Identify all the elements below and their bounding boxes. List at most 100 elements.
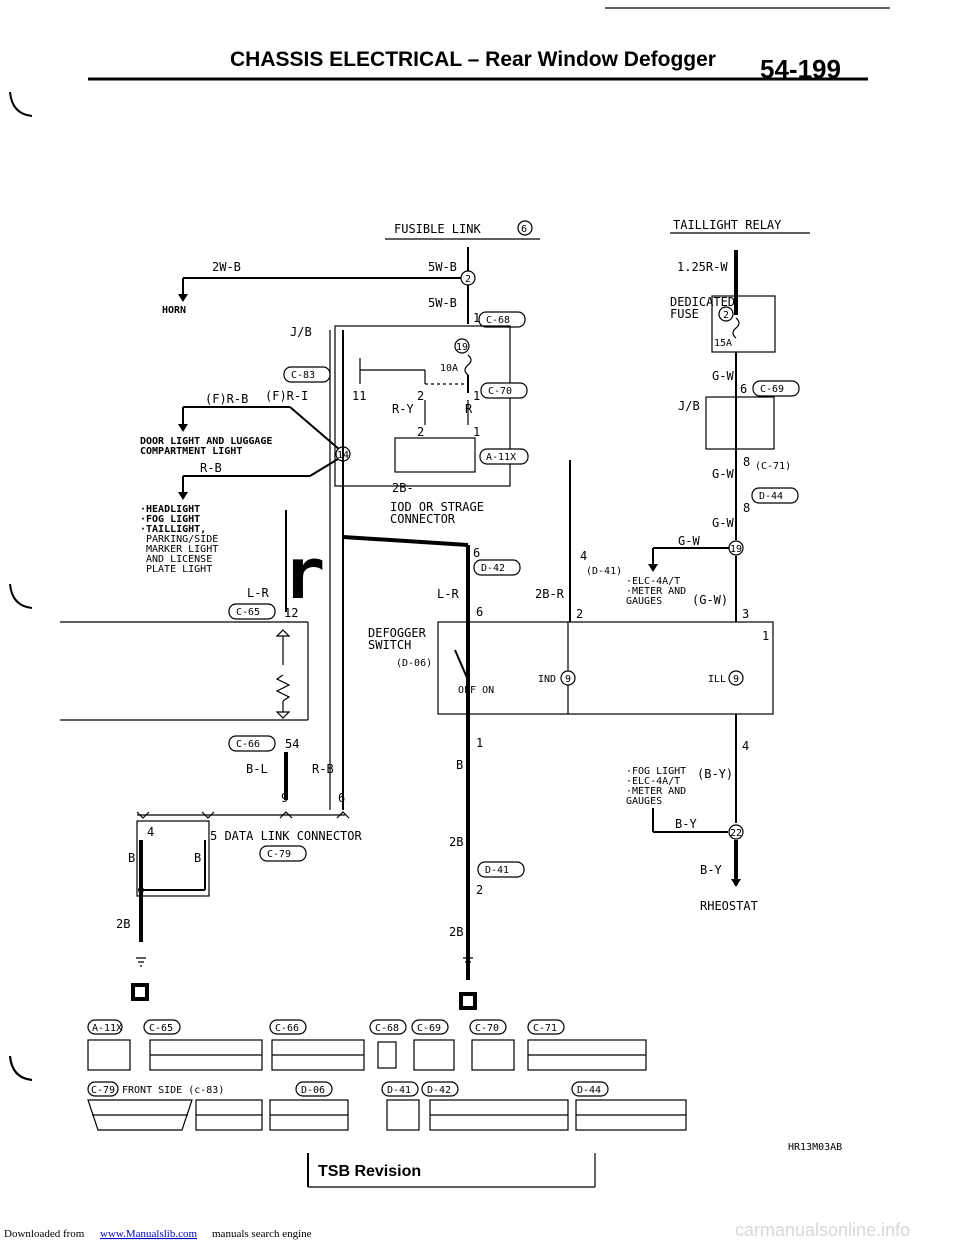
pin: 1 <box>473 389 480 403</box>
conn-tag-text: C-71 <box>533 1023 557 1034</box>
headlight-label: ·HEADLIGHT <box>140 504 200 515</box>
wire-label: (B-Y) <box>697 767 733 781</box>
watermark: carmanualsonline.info <box>735 1220 910 1240</box>
conn-tag <box>527 1019 565 1035</box>
connector-tag-text: C-83 <box>291 370 315 381</box>
connector-tag-text: D-41 <box>485 865 509 876</box>
fog-label: ·METER AND <box>626 786 686 797</box>
connector-tag-d42 <box>473 559 521 576</box>
pin-marker <box>279 811 293 819</box>
defogger-switch-box <box>437 621 774 715</box>
fusible-link-number-circle <box>517 220 533 236</box>
conn-tag <box>411 1019 449 1035</box>
pin: 6 <box>338 791 345 805</box>
fog-label: ·ELC-4A/T <box>626 776 680 787</box>
wire-label: 2B <box>449 835 463 849</box>
connector-tag-text: C-69 <box>760 384 784 395</box>
defogger-label: SWITCH <box>368 638 411 652</box>
arrow <box>648 564 658 572</box>
defogger-conn: (D-06) <box>396 658 432 669</box>
conn-tag <box>87 1019 123 1035</box>
connector-tag-d41 <box>477 861 525 878</box>
connector-c68-view <box>377 1041 397 1069</box>
page-title: CHASSIS ELECTRICAL – Rear Window Defogge… <box>230 48 716 71</box>
fuse-15a <box>732 317 740 339</box>
conn-tag-text: A-11X <box>92 1023 122 1034</box>
off-on-label: OFF ON <box>458 685 494 696</box>
connector-tag-text: C-79 <box>267 849 291 860</box>
iod-connector-box <box>394 437 476 473</box>
wire-label: G-W <box>712 467 734 481</box>
connector-c70-view <box>471 1039 515 1071</box>
conn-tag-text: C-70 <box>475 1023 499 1034</box>
pin: 3 <box>742 607 749 621</box>
pin: 1 <box>762 629 769 643</box>
connector-tag-c69 <box>752 380 800 397</box>
door-light-label-2: COMPARTMENT LIGHT <box>140 446 242 457</box>
ill-label: ILL <box>708 674 726 685</box>
fuse-num <box>718 306 734 322</box>
switch-lever <box>454 649 469 681</box>
taillight-relay-label: TAILLIGHT RELAY <box>673 218 782 232</box>
lamp-num: 9 <box>565 674 571 685</box>
elc-label: ·METER AND <box>626 586 686 597</box>
front-side-label: FRONT SIDE (c-83) <box>122 1085 224 1096</box>
wire-rb-diag <box>309 458 339 477</box>
wire-label: G-W <box>678 534 700 548</box>
splice-2 <box>460 270 476 286</box>
connector-a11x-view <box>87 1039 131 1071</box>
wire-label: L-R <box>437 587 459 601</box>
pin: 2 <box>576 607 583 621</box>
connector-tag-text: C-65 <box>236 607 260 618</box>
fuse-num <box>454 338 470 354</box>
pin: 4 <box>147 825 154 839</box>
large-r-mark: r <box>283 533 325 615</box>
connector-tag-c70 <box>480 382 528 399</box>
dedicated-fuse-label-2: FUSE <box>670 307 699 321</box>
junction-dot <box>138 887 144 893</box>
pin: 1 <box>476 736 483 750</box>
fuse-num-text: 19 <box>456 342 468 353</box>
wire-label: 5W-B <box>428 296 457 310</box>
pin-marker <box>275 711 291 719</box>
connector-tag-a11x <box>479 448 529 465</box>
data-link-box <box>136 820 210 897</box>
diagram-code: HR13M03AB <box>788 1142 842 1153</box>
wire-label: (F)R-I <box>265 389 308 403</box>
ground-symbol <box>463 957 473 967</box>
wire-lr-main <box>342 535 469 547</box>
wire-label: L-R <box>247 586 269 600</box>
wire-label: (F)R-B <box>205 392 248 406</box>
connector-views: A-11X C-65 C-66 C-68 C-69 C-70 C-71 C-79… <box>87 1019 687 1131</box>
illumination-lamp <box>728 670 744 686</box>
pin: 2 <box>417 389 424 403</box>
splice-22 <box>728 824 744 840</box>
jb-label: J/B <box>678 399 700 413</box>
connector-tag-d44 <box>751 487 799 504</box>
fog-label: GAUGES <box>626 796 662 807</box>
pin: 11 <box>352 389 366 403</box>
wire-label: B-L <box>246 762 268 776</box>
conn-tag <box>143 1019 181 1035</box>
connector-tag-c66 <box>228 735 276 752</box>
pin: 8 <box>743 455 750 469</box>
pin: 4 <box>580 549 587 563</box>
iod-label: CONNECTOR <box>390 512 456 526</box>
pin-marker <box>336 811 350 819</box>
pin-marker <box>201 811 215 819</box>
fusible-link-label: FUSIBLE LINK <box>394 222 481 236</box>
conn-tag <box>295 1081 333 1097</box>
connector-ref: (C-71) <box>755 461 791 472</box>
footer-link[interactable]: www.Manualslib.com <box>100 1228 197 1240</box>
arrow <box>178 492 188 500</box>
splice-num: 19 <box>730 544 742 555</box>
pin-marker <box>275 629 291 637</box>
conn-tag <box>87 1081 119 1097</box>
connector-tag-text: A-11X <box>486 452 516 463</box>
wire-label: 2B- <box>392 481 414 495</box>
conn-tag-text: C-65 <box>149 1023 173 1034</box>
connector-tag-c79 <box>259 845 307 862</box>
rheostat-label: RHEOSTAT <box>700 899 758 913</box>
pin: 6 <box>476 605 483 619</box>
tsb-revision: TSB Revision <box>318 1163 421 1180</box>
